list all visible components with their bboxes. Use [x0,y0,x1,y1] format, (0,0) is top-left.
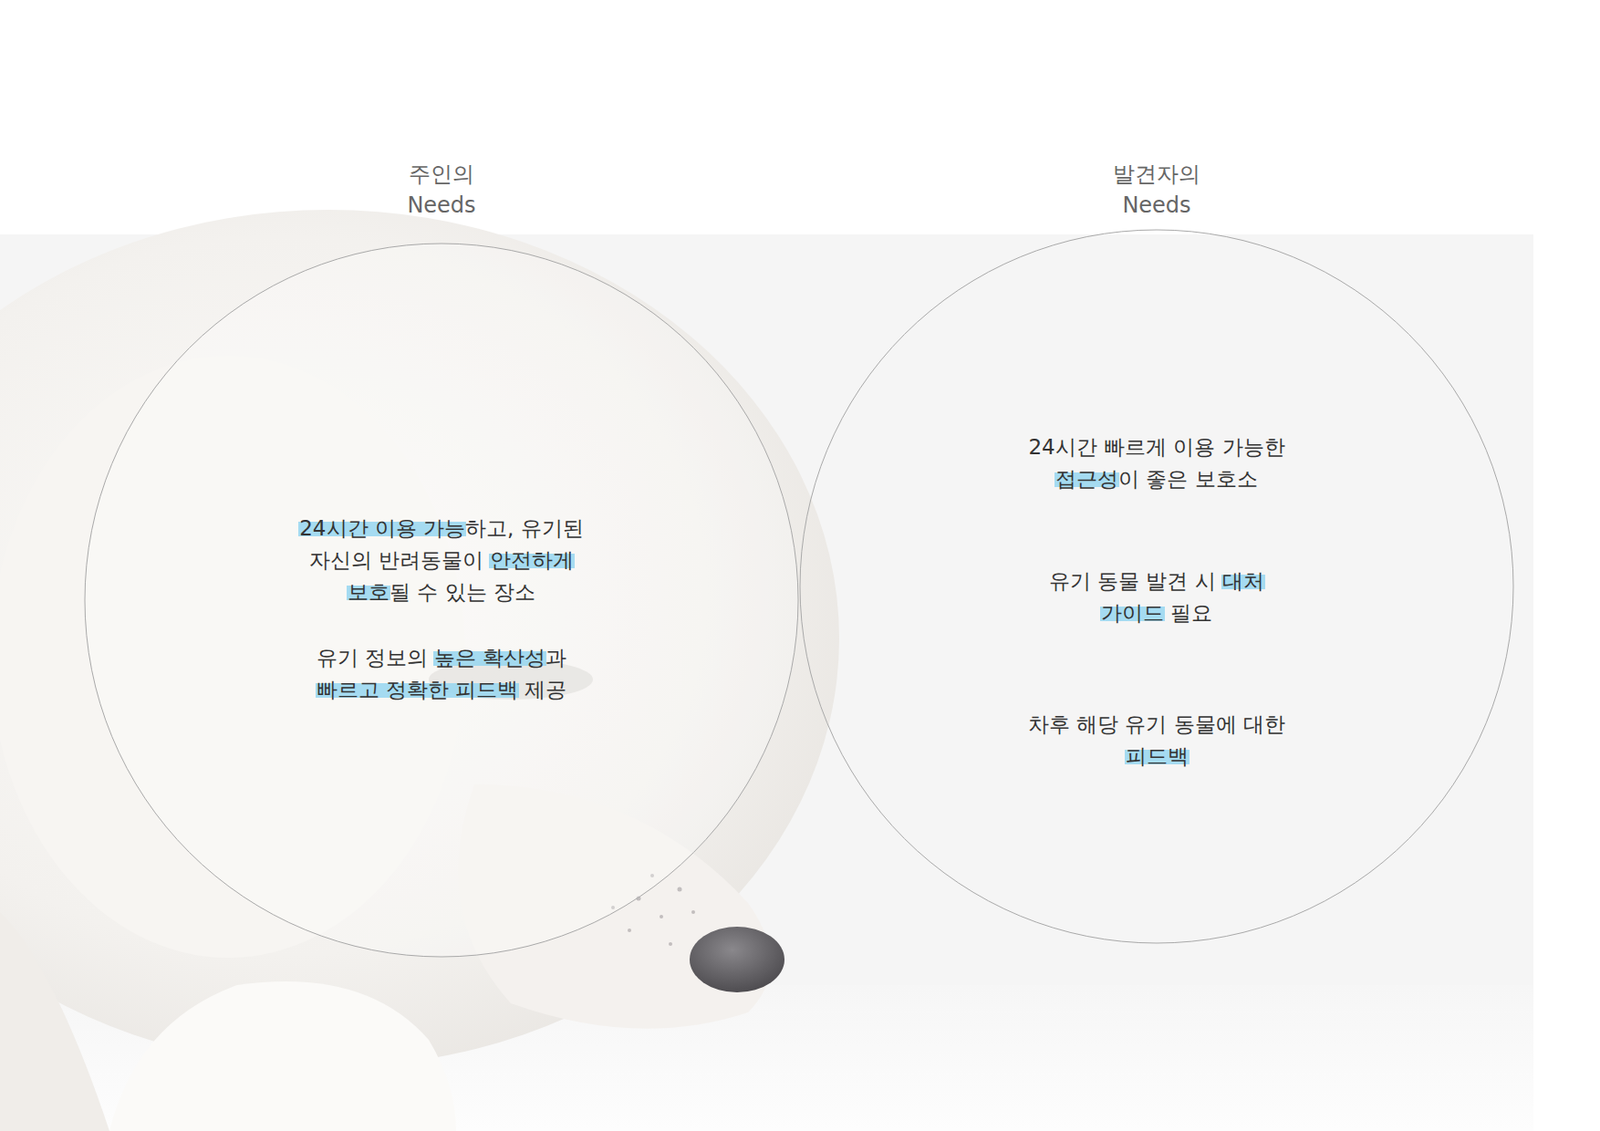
photo-ground [0,234,1534,1131]
dog-paw [109,981,457,1131]
need-text: 유기 동물 발견 시 대처 가이드 필요 [1019,565,1294,630]
dog-nose [689,926,785,993]
needs-circle: 주인의 Needs24시간 이용 가능하고, 유기된 자신의 반려동물이 안전하… [83,242,800,958]
need-text: 24시간 이용 가능하고, 유기된 자신의 반려동물이 안전하게 보호될 수 있… [286,512,597,609]
dog-body [0,912,110,1131]
need-text: 차후 해당 유기 동물에 대한 피드백 [1019,708,1294,773]
circle-shape [84,243,799,957]
circle-heading: 주인의 Needs [391,158,492,221]
dog-head [0,209,840,1068]
need-text: 24시간 빠르게 이용 가능한 접근성이 좋은 보호소 [1006,431,1308,496]
circle-heading: 발견자의 Needs [1101,158,1212,221]
circle-shape [800,229,1514,944]
need-text: 유기 정보의 높은 확산성과 빠르고 정확한 피드백 제공 [290,642,593,707]
needs-circle: 발견자의 Needs24시간 빠르게 이용 가능한 접근성이 좋은 보호소유기 … [799,228,1515,945]
